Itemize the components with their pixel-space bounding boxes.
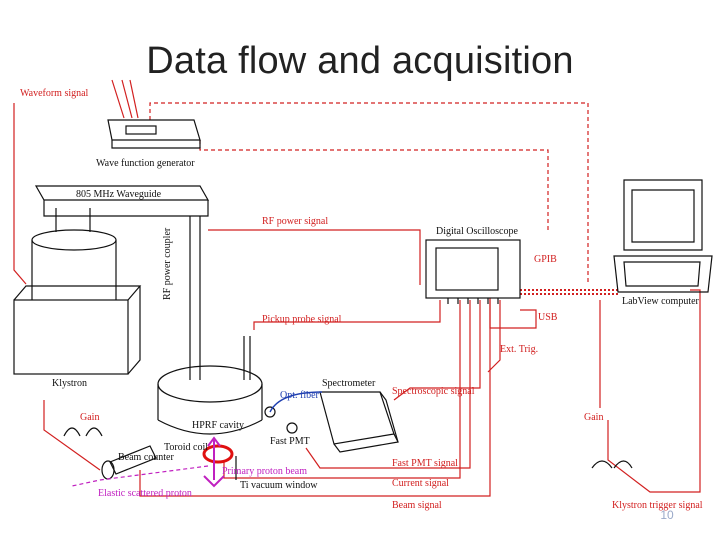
spectroscopic-wire [393, 300, 481, 401]
waveform-to-klystron-wire [13, 103, 27, 285]
hprf-cavity [157, 336, 263, 435]
rf-power-signal-wire [208, 229, 421, 285]
waveform-leads [111, 79, 139, 119]
current-signal-wire [223, 300, 461, 479]
label-spectroscopic-signal: Spectroscopic signal [392, 386, 475, 397]
label-klystron: Klystron [52, 378, 87, 389]
label-labview-computer: LabView computer [622, 296, 700, 307]
waveguide [34, 185, 210, 380]
label-beam-counter: Beam counter [118, 452, 174, 463]
opt-fiber-sensor [264, 406, 276, 418]
spectrometer [319, 391, 399, 453]
digital-oscilloscope [425, 239, 521, 304]
label-fast-pmt: Fast PMT [270, 436, 310, 447]
fast-pmt-signal-wire [305, 300, 471, 469]
optical-fiber [269, 391, 323, 413]
label-waveform-signal: Waveform signal [20, 88, 89, 99]
waveform-signal-wire [149, 102, 589, 283]
label-gpib: GPIB [534, 254, 557, 265]
signal-wires [13, 79, 701, 497]
wave-function-generator [107, 119, 201, 149]
klystron-trigger-wire [599, 289, 701, 493]
page-number: 10 [660, 508, 674, 522]
primary-proton-beam-arrows [203, 436, 225, 488]
left-gain-wire [43, 400, 101, 471]
label-opt-fiber: Opt. fiber [280, 390, 320, 401]
label-ti-vacuum-window: Ti vacuum window [240, 480, 318, 491]
label-hprf-cavity: HPRF cavity [192, 420, 244, 431]
label-waveguide: 805 MHz Waveguide [76, 189, 162, 200]
fast-pmt-sensor [286, 422, 298, 434]
equipment [13, 119, 713, 480]
label-pickup-probe-signal: Pickup probe signal [262, 314, 342, 325]
elastic-scattered-proton-path [71, 465, 209, 487]
label-rf-power-coupler: RF power coupler [162, 227, 173, 300]
label-wave-function-generator: Wave function generator [96, 158, 195, 169]
label-elastic-scattered-proton: Elastic scattered proton [98, 488, 192, 499]
label-ext-trig: Ext. Trig. [500, 344, 538, 355]
label-klystron-trigger-signal: Klystron trigger signal [612, 500, 703, 511]
pickup-probe-wire [253, 300, 441, 330]
ext-trig-wire [487, 300, 501, 373]
klystron [13, 208, 142, 375]
slide-title: Data flow and acquisition [146, 40, 574, 82]
label-gain-left: Gain [80, 412, 99, 423]
usb-wire [489, 298, 537, 329]
label-spectrometer: Spectrometer [322, 378, 376, 389]
beam-signal-wire [139, 300, 491, 497]
label-digital-oscilloscope: Digital Oscilloscope [436, 226, 518, 237]
label-current-signal: Current signal [392, 478, 449, 489]
label-fast-pmt-signal: Fast PMT signal [392, 458, 458, 469]
gain-left-symbol [63, 427, 103, 437]
label-primary-proton-beam: Primary proton beam [222, 466, 307, 477]
label-usb: USB [538, 312, 558, 323]
toroid-coil [202, 444, 234, 464]
label-rf-power-signal: RF power signal [262, 216, 328, 227]
generator-to-scope-wire [199, 140, 549, 232]
label-gain-right: Gain [584, 412, 603, 423]
label-toroid-coil: Toroid coil [164, 442, 208, 453]
label-beam-signal: Beam signal [392, 500, 442, 511]
gain-right-symbol [591, 460, 633, 469]
labview-computer [613, 179, 713, 293]
